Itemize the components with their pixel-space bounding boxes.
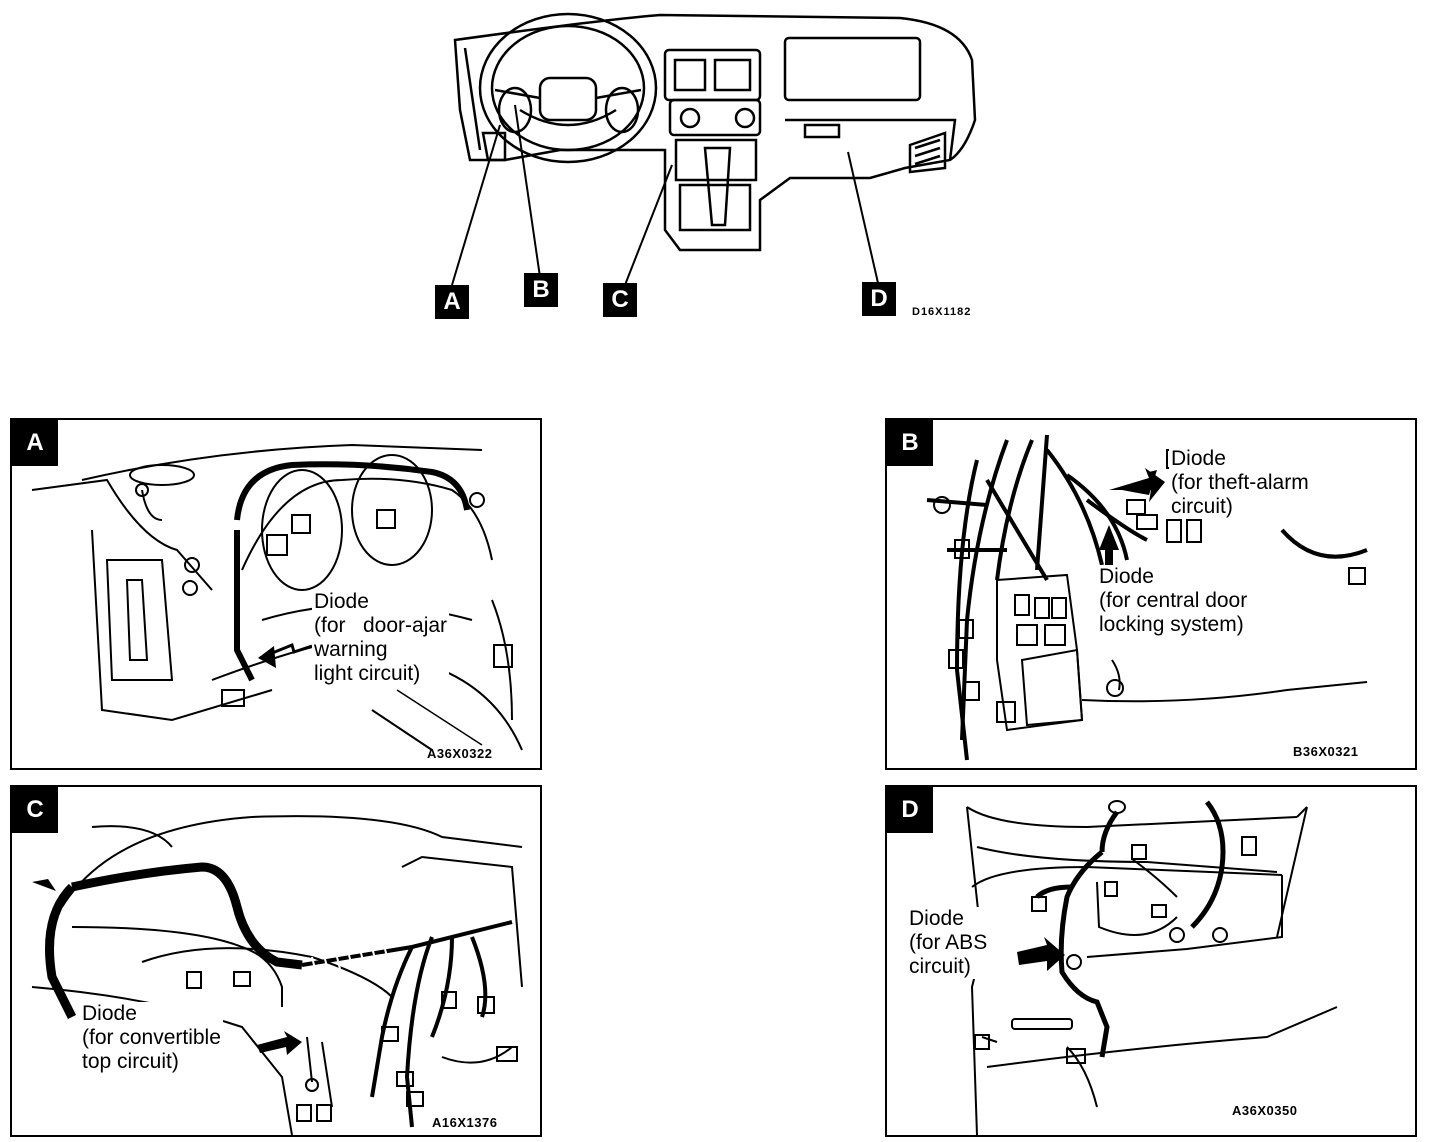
panel-b: B Diode (for theft-alarm circuit) Diode …: [885, 418, 1417, 770]
panel-c-diode-label: Diode (for convertible top circuit): [80, 1002, 223, 1074]
panel-c-drawing: [31, 815, 523, 1135]
panel-c-figure-code: A16X1376: [432, 1115, 498, 1130]
panel-b-drawing: [926, 434, 1368, 761]
panel-b-theft-alarm-diode-label: Diode (for theft-alarm circuit): [1169, 447, 1311, 519]
panel-d: D Diode (for ABS circuit) A36X0350: [885, 785, 1417, 1137]
panel-b-central-door-diode-label: Diode (for central door locking system): [1097, 565, 1250, 637]
panel-a-drawing: [31, 443, 523, 751]
panel-d-drawing: [966, 800, 1338, 1135]
panel-a-diode-label: Diode (for door-ajar warning light circu…: [312, 590, 450, 686]
panel-b-tag: B: [887, 420, 933, 466]
panel-b-figure-code: B36X0321: [1293, 744, 1359, 759]
panel-c: C Diode (for convertible top circuit) A1…: [10, 785, 542, 1137]
panel-a-figure-code: A36X0322: [427, 746, 493, 761]
panel-a-tag: A: [12, 420, 58, 466]
dashboard-overview: A B C D D16X1182: [0, 0, 1440, 340]
callout-tag-b: B: [524, 273, 558, 307]
panel-d-figure-code: A36X0350: [1232, 1103, 1298, 1118]
callout-tag-c: C: [603, 283, 637, 317]
panel-a: A Diode (for door-ajar warning light cir…: [10, 418, 542, 770]
panel-d-diode-label: Diode (for ABS circuit): [907, 907, 990, 979]
callout-tag-d: D: [862, 282, 896, 316]
overview-figure-code: D16X1182: [912, 306, 972, 318]
callout-tag-a: A: [435, 285, 469, 319]
panel-c-tag: C: [12, 787, 58, 833]
panel-d-tag: D: [887, 787, 933, 833]
dashboard-drawing: [451, 12, 977, 286]
